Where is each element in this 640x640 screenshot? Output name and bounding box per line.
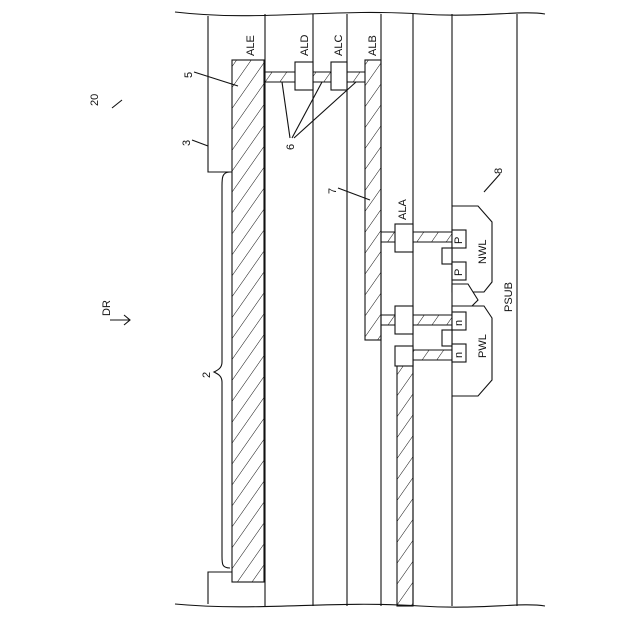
metal-ald [295,62,313,90]
label-ref-6: 6 [285,144,297,150]
label-pwl: PWL [477,334,489,358]
label-n-mid: n [453,320,465,326]
metal-ale [232,60,264,582]
brace-2 [214,172,230,568]
label-psub: PSUB [503,282,515,312]
layer-3-outline [208,16,232,604]
via-6-b [313,72,331,82]
metal-ala-pad-3 [395,346,413,366]
contact-2 [413,232,453,242]
leader-20 [112,100,122,108]
leader-6-a [282,82,290,138]
label-alb: ALB [367,35,379,56]
metal-alb [365,60,381,340]
contact-3 [381,315,395,325]
via-6-a [265,72,295,82]
metal-alc [331,62,347,90]
contact-1 [381,232,395,242]
label-p-top: P [453,237,465,244]
contact-4 [413,315,453,325]
label-nwl: NWL [477,240,489,264]
label-ref-7: 7 [327,188,339,194]
label-n-bot: n [453,352,465,358]
label-layer-3: 3 [181,140,193,146]
label-p-mid: P [453,269,465,276]
leader-5 [194,72,238,86]
diffusion-small-1 [442,248,452,264]
metal-ala-pad-1 [395,224,413,252]
metal-ala-lower [397,348,413,606]
label-dr: DR [101,300,113,316]
label-fig-ref: 20 [89,94,101,106]
diffusion-small-2 [442,330,452,346]
contact-5 [413,350,453,360]
label-ale: ALE [245,35,257,56]
bottom-break-line [175,604,545,607]
label-ala: ALA [397,199,409,220]
leader-8 [484,174,500,192]
label-layer-5: 5 [183,72,195,78]
label-ref-2: 2 [201,372,213,378]
label-ref-8: 8 [493,168,505,174]
leader-3 [192,140,208,146]
top-break-line [175,12,545,16]
metal-ala-pad-2 [395,306,413,334]
via-6-c [347,72,365,82]
label-ald: ALD [299,35,311,56]
label-alc: ALC [333,35,345,56]
